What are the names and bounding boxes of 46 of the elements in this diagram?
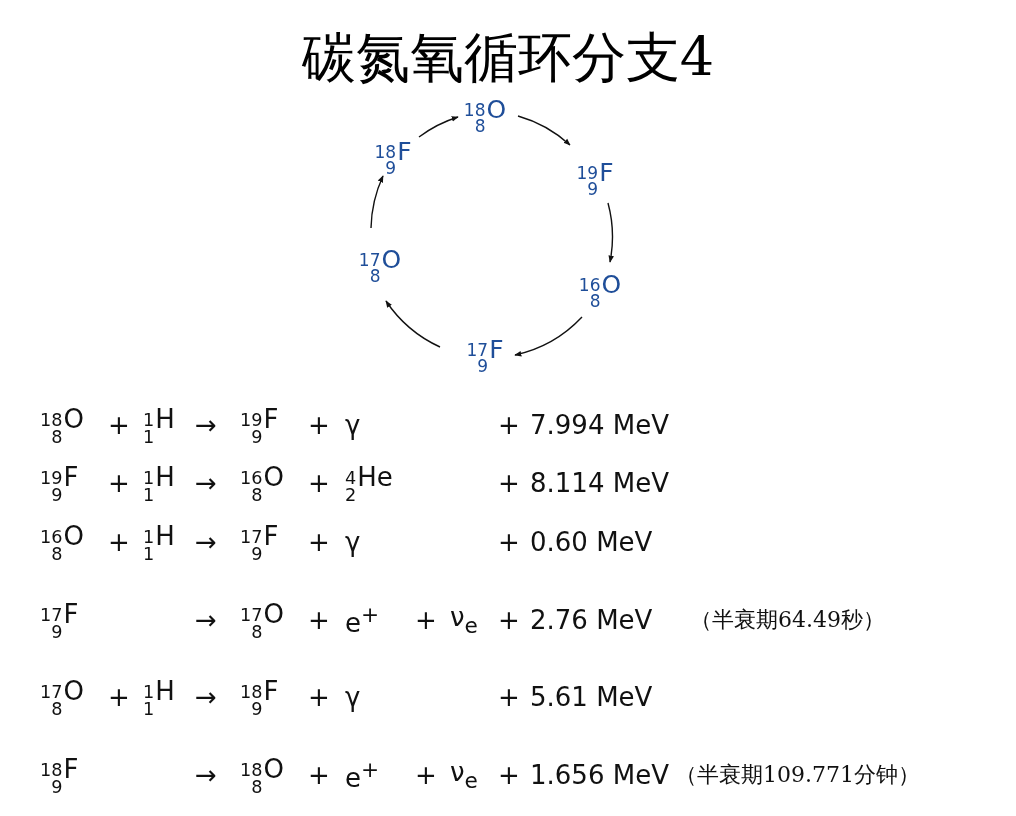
equation-term: + [498,682,520,712]
equation-term: + [498,760,520,790]
half-life-note: （半衰期109.771分钟） [675,761,920,789]
equation-term: e$^{+}$ [345,602,380,638]
equation-term: ν$_{e}$ [450,602,478,638]
equation-term: + [308,682,330,712]
arrow [418,116,459,138]
equation-term: + [308,760,330,790]
arrow [385,300,441,348]
equation-term: 5.61 MeV [530,682,653,712]
equation-term: → [195,468,217,498]
equation-term: + [498,605,520,635]
equation-term: γ [345,682,361,712]
equation-term: + [498,468,520,498]
arrow [607,202,614,263]
equation-term: → [195,527,217,557]
arrow [514,316,583,356]
equation-term: + [415,605,437,635]
half-life-note: （半衰期64.49秒） [690,606,885,634]
equation-term: + [308,605,330,635]
equation-term: → [195,410,217,440]
equation-term: + [308,410,330,440]
equation-term: + [108,468,130,498]
equation-term: γ [345,527,361,557]
equation-term: 1.656 MeV [530,760,669,790]
equation-term: → [195,760,217,790]
equation-term: 2.76 MeV [530,605,653,635]
arrow [370,175,384,229]
equation-term: → [195,682,217,712]
equation-term: ν$_{e}$ [450,757,478,793]
equation-term: 7.994 MeV [530,410,669,440]
equation-term: e$^{+}$ [345,757,380,793]
equation-term: → [195,605,217,635]
equation-term: + [308,468,330,498]
equation-term: + [308,527,330,557]
equation-term: + [108,682,130,712]
equation-term: + [498,410,520,440]
equation-term: 0.60 MeV [530,527,653,557]
equation-term: + [108,527,130,557]
equation-term: γ [345,410,361,440]
equation-term: + [415,760,437,790]
arrow [517,115,571,146]
equation-term: + [108,410,130,440]
equation-term: + [498,527,520,557]
equation-term: 8.114 MeV [530,468,669,498]
title: 碳氮氧循环分支4 [301,26,715,89]
